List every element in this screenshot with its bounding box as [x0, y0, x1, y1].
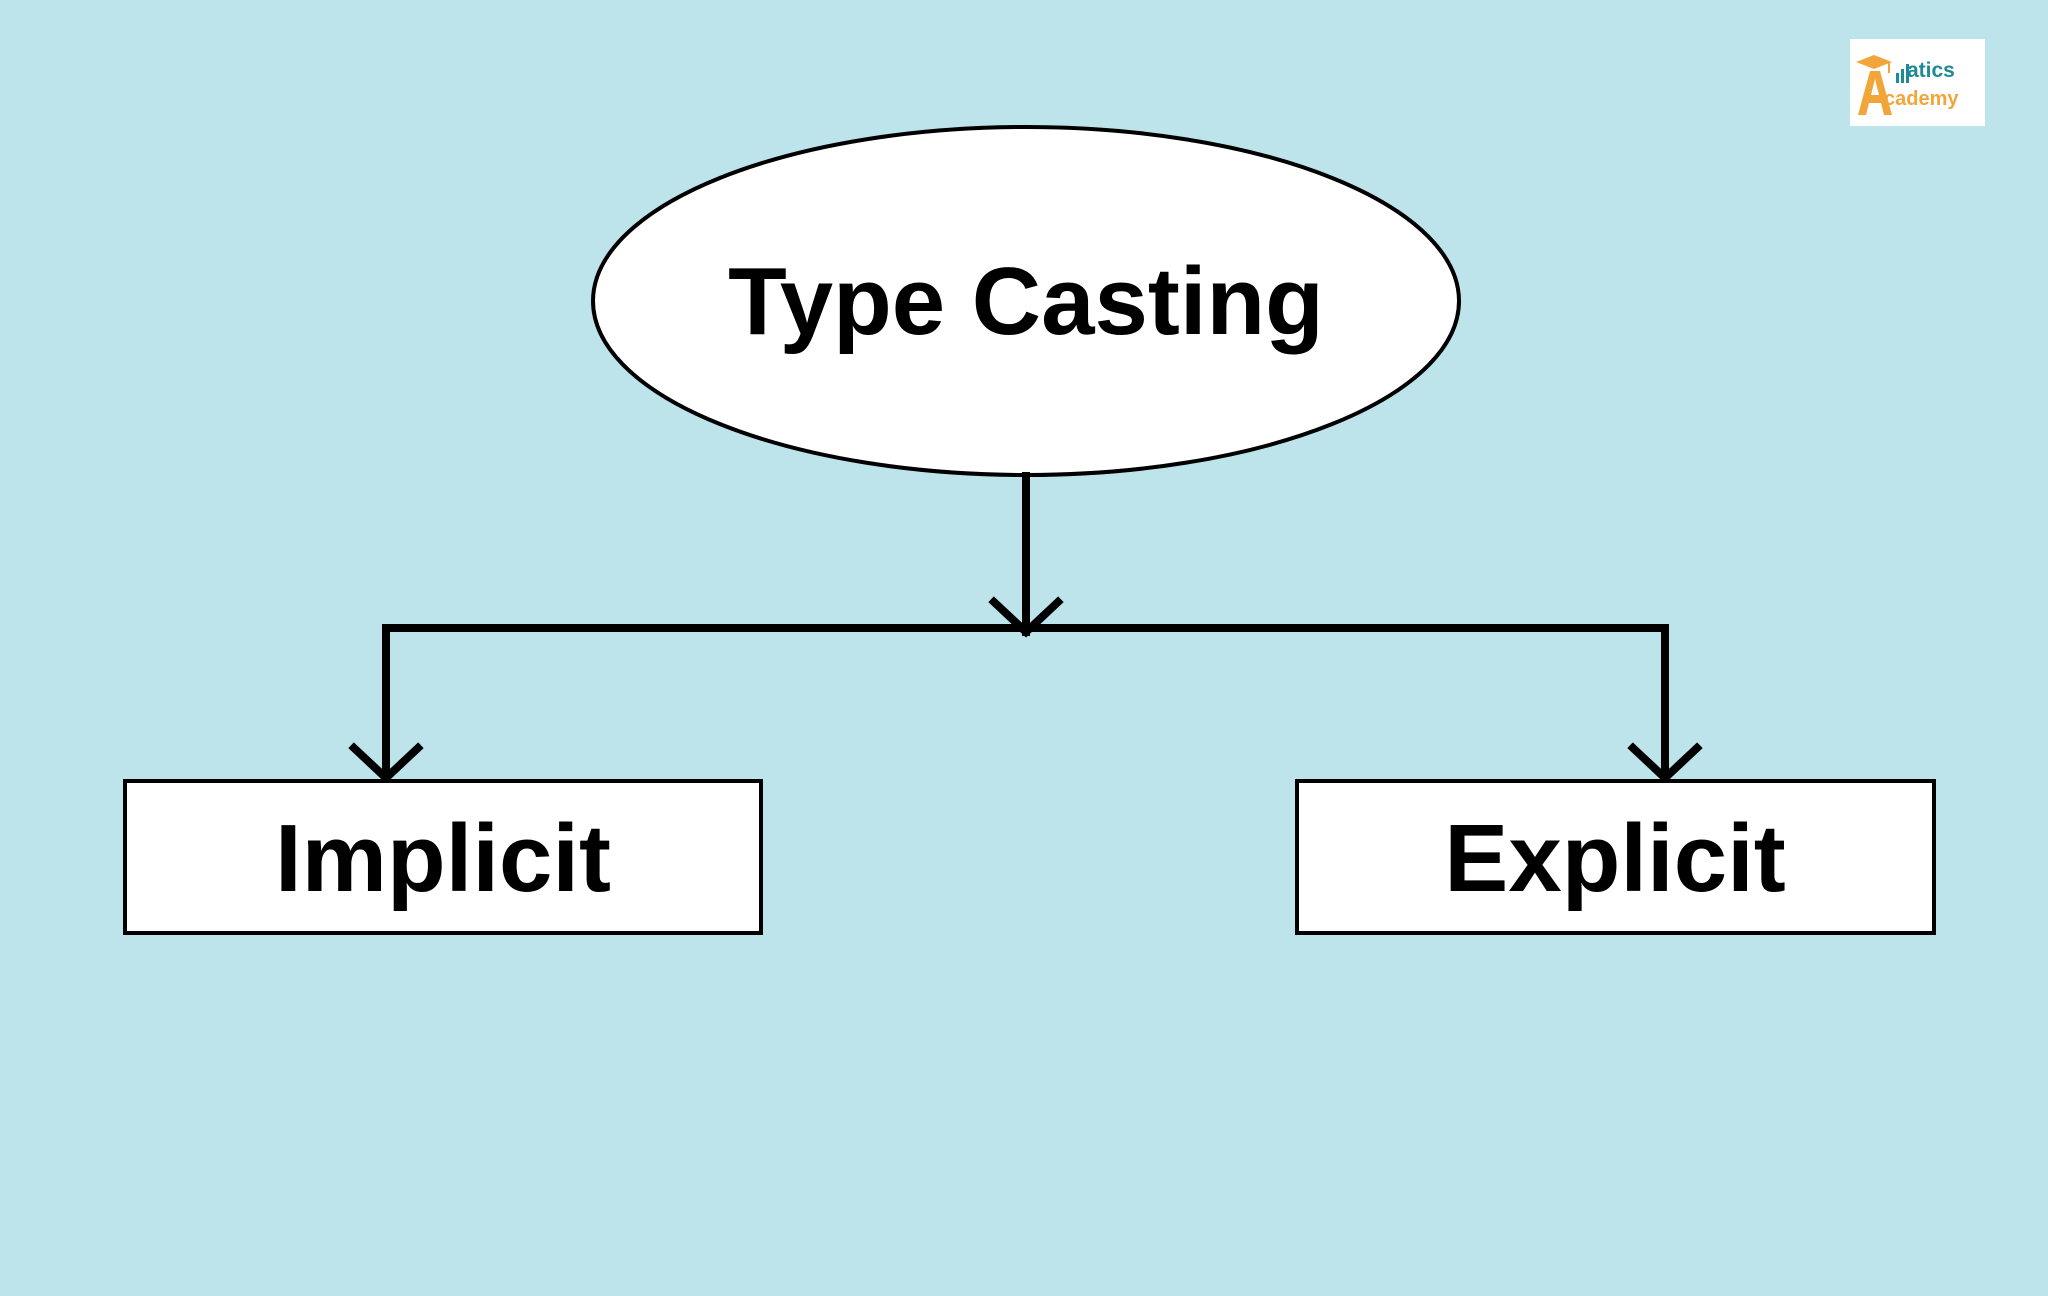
root-node-label: Type Casting: [728, 248, 1324, 355]
explicit-node-box: [1295, 779, 1936, 935]
branch-connector: [382, 624, 1669, 782]
connectors: [348, 472, 1703, 784]
graduation-cap-a-icon: [1856, 55, 1909, 115]
implicit-node-label: Implicit: [275, 805, 611, 912]
implicit-node-box: [123, 779, 763, 935]
explicit-arrowhead: [1627, 742, 1703, 784]
logo-text-bottom: cademy: [1884, 88, 1959, 110]
explicit-node-label: Explicit: [1444, 805, 1785, 912]
logo-text-top: atics: [1907, 59, 1955, 82]
academy-logo: atics cademy: [1850, 39, 1985, 126]
implicit-arrowhead: [348, 742, 424, 784]
